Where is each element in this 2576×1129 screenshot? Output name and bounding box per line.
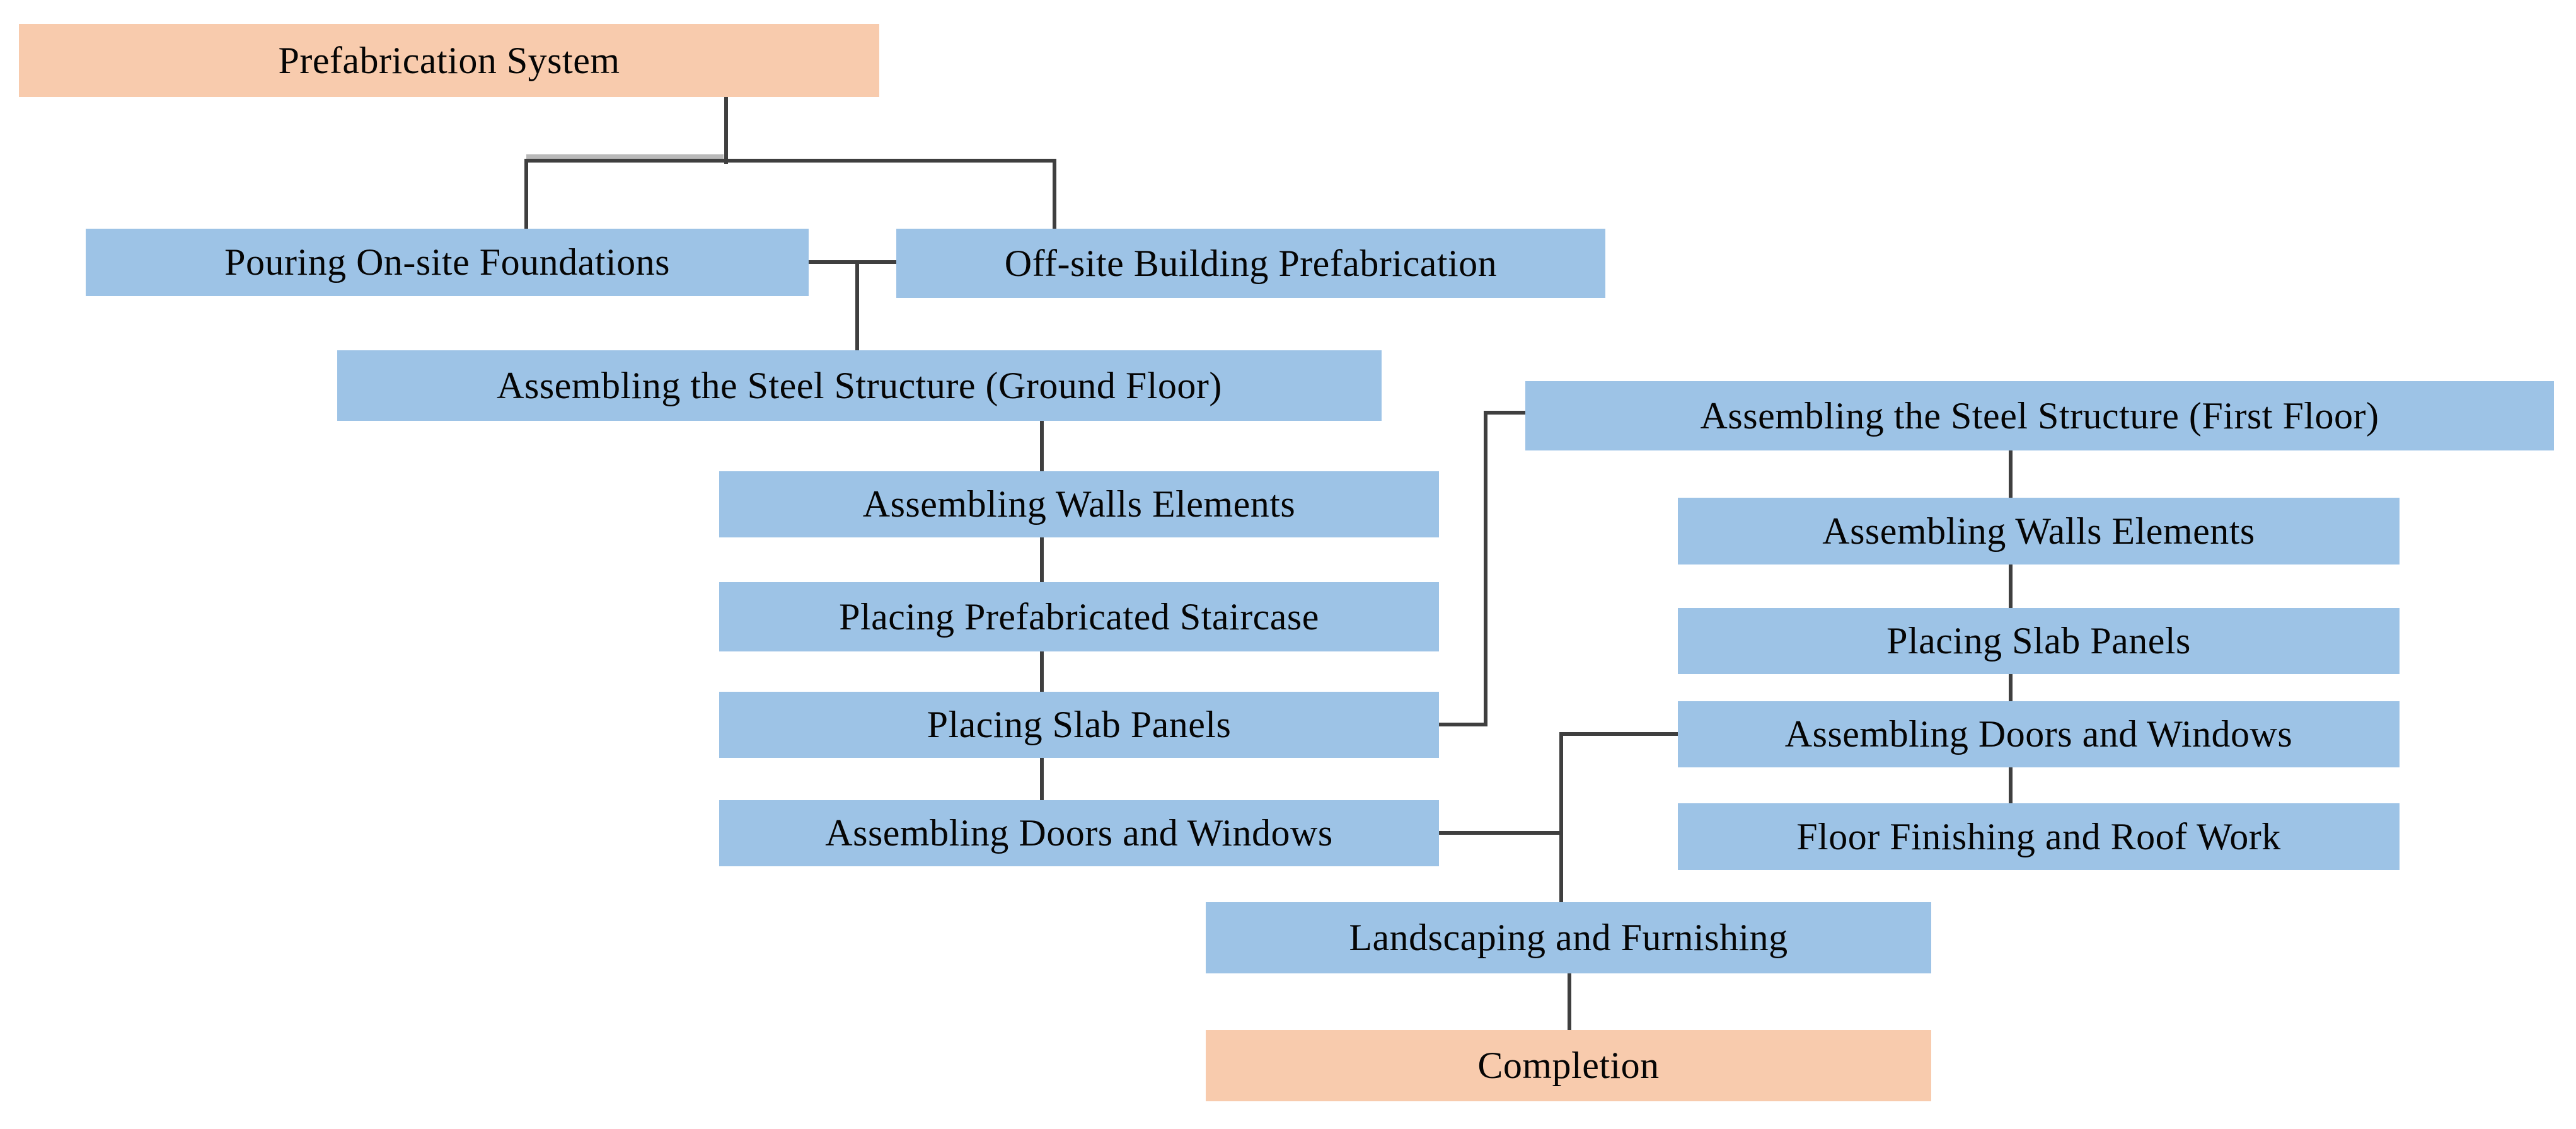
connector-segment bbox=[855, 260, 859, 352]
connector-segment bbox=[1439, 723, 1487, 726]
connector-segment bbox=[1484, 411, 1487, 726]
connector-segment bbox=[524, 159, 528, 231]
connector-segment bbox=[2009, 564, 2013, 609]
node-label: Landscaping and Furnishing bbox=[1349, 917, 1788, 958]
node-completion: Completion bbox=[1206, 1030, 1931, 1101]
node-steel-ground: Assembling the Steel Structure (Ground F… bbox=[337, 350, 1382, 421]
node-label: Assembling Walls Elements bbox=[1822, 510, 2255, 552]
connector-segment-light bbox=[526, 154, 724, 160]
node-label: Assembling Doors and Windows bbox=[1784, 713, 2293, 755]
connector-segment bbox=[1559, 732, 1679, 736]
connector-segment bbox=[2009, 450, 2013, 499]
node-offsite-prefabrication: Off-site Building Prefabrication bbox=[896, 229, 1605, 298]
node-label: Pouring On-site Foundations bbox=[224, 241, 670, 283]
node-steel-first: Assembling the Steel Structure (First Fl… bbox=[1525, 381, 2554, 450]
node-walls-first: Assembling Walls Elements bbox=[1678, 498, 2400, 564]
node-label: Off-site Building Prefabrication bbox=[1004, 242, 1498, 284]
node-label: Placing Prefabricated Staircase bbox=[839, 595, 1319, 638]
connector-segment bbox=[1040, 758, 1044, 801]
node-label: Completion bbox=[1477, 1045, 1660, 1086]
node-label: Assembling the Steel Structure (Ground F… bbox=[497, 364, 1222, 406]
connector-segment bbox=[2009, 767, 2013, 805]
node-slab-ground: Placing Slab Panels bbox=[719, 692, 1439, 758]
node-doors-ground: Assembling Doors and Windows bbox=[719, 800, 1439, 866]
node-label: Placing Slab Panels bbox=[927, 704, 1232, 745]
connector-segment bbox=[724, 97, 728, 164]
node-label: Placing Slab Panels bbox=[1886, 620, 2191, 662]
connector-segment bbox=[1439, 831, 1563, 835]
connector-segment bbox=[2009, 674, 2013, 702]
connector-segment bbox=[1484, 411, 1527, 415]
connector-segment bbox=[1559, 732, 1563, 903]
node-pouring-foundations: Pouring On-site Foundations bbox=[86, 229, 809, 296]
node-label: Floor Finishing and Roof Work bbox=[1796, 815, 2281, 857]
node-floor-roof: Floor Finishing and Roof Work bbox=[1678, 803, 2400, 870]
connector-segment bbox=[1040, 651, 1044, 693]
node-doors-first: Assembling Doors and Windows bbox=[1678, 701, 2400, 767]
node-label: Assembling Doors and Windows bbox=[825, 812, 1333, 854]
node-landscaping: Landscaping and Furnishing bbox=[1206, 902, 1931, 973]
connector-segment bbox=[809, 260, 896, 264]
node-label: Assembling Walls Elements bbox=[862, 483, 1296, 525]
connector-segment bbox=[1040, 537, 1044, 583]
node-label: Prefabrication System bbox=[278, 39, 620, 81]
node-label: Assembling the Steel Structure (First Fl… bbox=[1700, 394, 2379, 437]
connector-segment bbox=[526, 159, 1056, 163]
node-staircase: Placing Prefabricated Staircase bbox=[719, 582, 1439, 651]
node-slab-first: Placing Slab Panels bbox=[1678, 608, 2400, 674]
connector-segment bbox=[1053, 159, 1056, 231]
connector-segment bbox=[1568, 973, 1571, 1031]
node-prefab-system: Prefabrication System bbox=[19, 24, 879, 97]
connector-segment bbox=[1040, 421, 1044, 473]
node-walls-ground: Assembling Walls Elements bbox=[719, 471, 1439, 537]
